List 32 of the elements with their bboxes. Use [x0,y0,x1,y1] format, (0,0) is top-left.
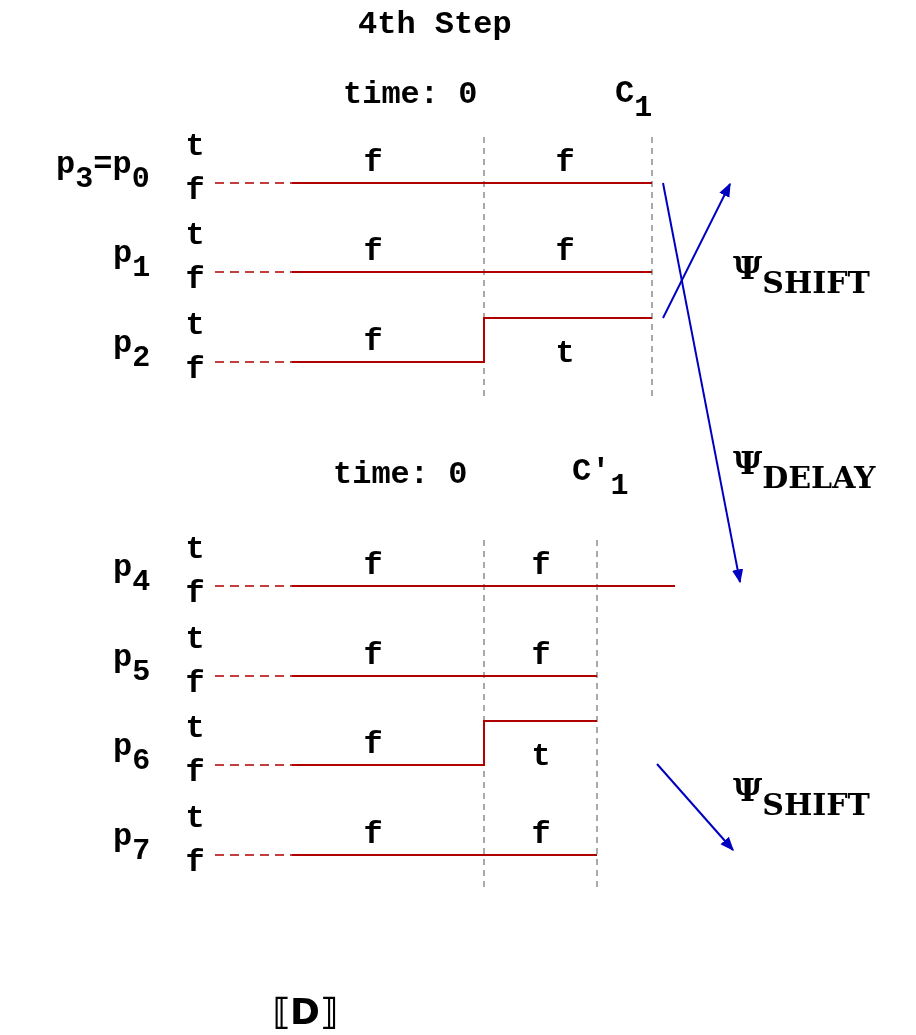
value-label: f [531,550,551,582]
level-label: t [185,310,205,342]
value-label: f [363,729,383,761]
level-label: t [185,131,205,163]
value-label: f [531,640,551,672]
value-label: f [363,236,383,268]
level-label: t [185,624,205,656]
level-label: f [185,757,205,789]
value-label: t [555,338,575,370]
level-label: f [185,847,205,879]
level-label: t [185,713,205,745]
level-label: f [185,354,205,386]
value-label: f [555,147,575,179]
value-label: f [363,640,383,672]
diagram-title: 4th Step [358,9,512,41]
level-label: f [185,668,205,700]
value-label: f [363,550,383,582]
caption: ⟦D⟧ [272,994,338,1030]
value-label: t [531,741,551,773]
value-label: f [363,147,383,179]
level-label: t [185,220,205,252]
time-label: time: 0 [333,459,468,491]
level-label: t [185,534,205,566]
level-label: t [185,803,205,835]
level-label: f [185,578,205,610]
value-label: f [363,326,383,358]
level-label: f [185,175,205,207]
value-label: f [555,236,575,268]
value-label: f [531,819,551,851]
value-label: f [363,819,383,851]
level-label: f [185,264,205,296]
time-label: time: 0 [343,79,478,111]
